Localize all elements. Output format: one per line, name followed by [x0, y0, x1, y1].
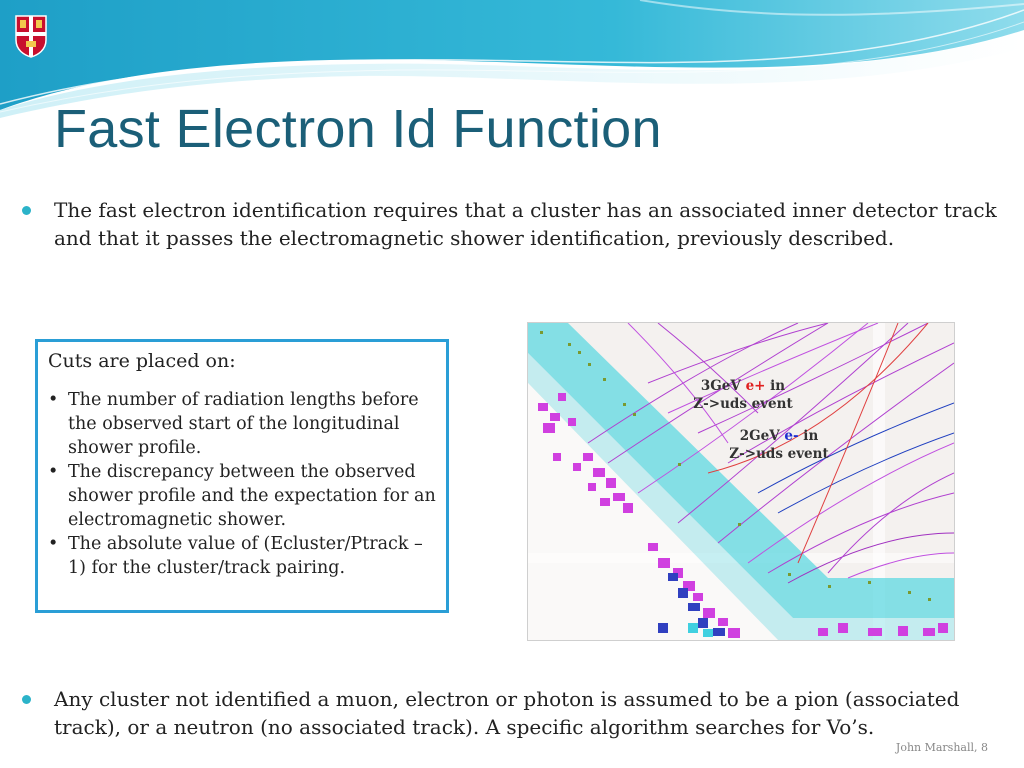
event-display-image: 3GeV e+ in Z->uds event 2GeV e- in Z->ud… — [527, 322, 955, 641]
bullet-dot-icon — [22, 695, 31, 704]
university-crest-icon — [15, 15, 47, 58]
bullet-item: Any cluster not identified a muon, elect… — [22, 685, 1002, 745]
bullet-item: The fast electron identification require… — [22, 196, 1002, 256]
figure-label-text: 3GeV — [700, 378, 746, 394]
cuts-heading: Cuts are placed on: — [48, 350, 236, 372]
figure-label-positron: 3GeV e+ in Z->uds event — [688, 377, 798, 413]
cuts-item-text: The discrepancy between the observed sho… — [68, 462, 436, 530]
bullet-text: The fast electron identification require… — [54, 198, 997, 250]
slide-footer: John Marshall, 8 — [895, 741, 988, 754]
figure-label-electron: 2GeV e- in Z->uds event — [724, 427, 834, 463]
figure-label-text: Z->uds event — [693, 396, 793, 412]
cuts-box: Cuts are placed on: • The number of radia… — [35, 339, 449, 613]
cuts-item-text: The absolute value of (Ecluster/Ptrack –… — [68, 534, 423, 578]
cuts-item-text: The number of radiation lengths before t… — [68, 390, 419, 458]
event-display-graphic — [528, 323, 954, 640]
bullet-text: Any cluster not identified a muon, elect… — [54, 687, 960, 739]
cuts-list-item: • The absolute value of (Ecluster/Ptrack … — [46, 532, 444, 580]
figure-label-particle: e+ — [745, 378, 766, 394]
slide-title: Fast Electron Id Function — [54, 99, 662, 159]
figure-label-text: 2GeV — [739, 428, 785, 444]
cuts-list-item: • The discrepancy between the observed sh… — [46, 460, 444, 532]
bullet-dot-icon: • — [48, 462, 59, 482]
cuts-list: • The number of radiation lengths before … — [46, 388, 444, 580]
figure-label-text: in — [798, 428, 819, 444]
figure-label-text: Z->uds event — [729, 446, 829, 462]
header-wave-banner — [0, 0, 1024, 118]
bullet-dot-icon — [22, 206, 31, 215]
bullet-dot-icon: • — [48, 534, 59, 554]
cuts-list-item: • The number of radiation lengths before … — [46, 388, 444, 460]
figure-label-particle: e- — [784, 428, 799, 444]
bullet-dot-icon: • — [48, 390, 59, 410]
figure-label-text: in — [765, 378, 786, 394]
